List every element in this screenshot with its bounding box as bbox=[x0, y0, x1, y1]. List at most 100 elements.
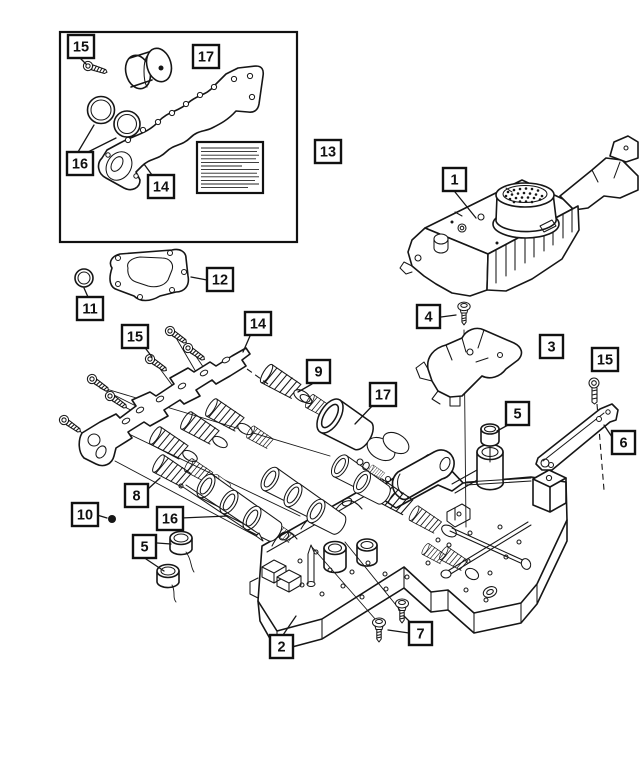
separator-plate bbox=[78, 347, 251, 467]
callout-number-17-mid: 17 bbox=[375, 388, 391, 404]
callout-box-15-mid bbox=[120, 323, 150, 350]
callout-number-11: 11 bbox=[82, 302, 97, 318]
callout-7: 7 bbox=[407, 620, 434, 647]
leader-17-mid bbox=[354, 403, 375, 425]
callout-number-7: 7 bbox=[416, 627, 424, 643]
callout-box-8 bbox=[123, 482, 150, 509]
callout-13: 13 bbox=[313, 138, 343, 165]
screw-15-right bbox=[588, 377, 600, 405]
callout-box-5-left bbox=[131, 533, 158, 560]
callout-box-15-inset bbox=[66, 33, 96, 60]
callout-17-mid: 17 bbox=[368, 381, 398, 408]
callout-number-4: 4 bbox=[424, 310, 432, 326]
callout-number-15-right: 15 bbox=[597, 353, 613, 369]
leader-lines bbox=[77, 57, 613, 636]
leader-6 bbox=[603, 424, 613, 438]
callout-number-17-inset: 17 bbox=[198, 50, 214, 66]
callout-5-right: 5 bbox=[504, 400, 531, 427]
callout-5-left: 5 bbox=[131, 533, 158, 560]
info-label-block bbox=[195, 140, 265, 195]
gasket-12 bbox=[109, 248, 190, 302]
callout-box-5-right bbox=[504, 400, 531, 427]
callout-box-14-mid bbox=[243, 310, 273, 337]
callout-14-mid: 14 bbox=[243, 310, 273, 337]
plate-screw bbox=[85, 372, 112, 395]
callout-box-12 bbox=[205, 266, 235, 293]
callout-box-3 bbox=[538, 333, 565, 360]
callout-16-inset: 16 bbox=[65, 150, 95, 177]
callout-box-15-right bbox=[590, 346, 620, 373]
callout-16-mid: 16 bbox=[155, 505, 185, 532]
callout-number-13: 13 bbox=[320, 145, 336, 161]
leader-4 bbox=[440, 314, 457, 318]
callout-box-10 bbox=[70, 501, 100, 528]
callout-8: 8 bbox=[123, 482, 150, 509]
callout-box-7 bbox=[407, 620, 434, 647]
plate-screw bbox=[143, 352, 170, 375]
connector-tower bbox=[492, 182, 560, 239]
connector-pins bbox=[504, 187, 544, 204]
callout-number-5-right: 5 bbox=[513, 407, 521, 423]
rear-block bbox=[532, 469, 567, 513]
callout-15-mid: 15 bbox=[120, 323, 150, 350]
callout-number-6: 6 bbox=[619, 436, 627, 452]
callout-11: 11 bbox=[75, 295, 105, 322]
callout-1: 1 bbox=[441, 166, 468, 193]
callout-box-9 bbox=[305, 358, 332, 385]
callout-3: 3 bbox=[538, 333, 565, 360]
callout-2: 2 bbox=[268, 633, 295, 660]
callout-number-16-inset: 16 bbox=[72, 157, 88, 173]
leader-9 bbox=[297, 383, 313, 393]
callout-number-2: 2 bbox=[277, 640, 285, 656]
callout-15-right: 15 bbox=[590, 346, 620, 373]
leader-1 bbox=[454, 191, 477, 219]
inset-filter-cylinder bbox=[124, 47, 173, 90]
leader-11 bbox=[83, 287, 89, 298]
callout-box-14-inset bbox=[146, 173, 176, 200]
leader-14-mid bbox=[242, 335, 251, 353]
callout-6: 6 bbox=[610, 429, 637, 456]
callout-box-17-inset bbox=[191, 43, 221, 70]
callout-box-1 bbox=[441, 166, 468, 193]
callout-number-8: 8 bbox=[132, 489, 140, 505]
callout-number-15-inset: 15 bbox=[73, 40, 89, 56]
callout-box-6 bbox=[610, 429, 637, 456]
plate-screw bbox=[57, 413, 84, 436]
callout-number-9: 9 bbox=[314, 365, 322, 381]
spring bbox=[147, 424, 190, 462]
leader-16-mid bbox=[180, 515, 229, 519]
bracket-strip-6 bbox=[535, 403, 619, 471]
callout-box-13 bbox=[313, 138, 343, 165]
callout-12: 12 bbox=[205, 266, 235, 293]
leader-5-left bbox=[156, 542, 172, 545]
callout-box-2 bbox=[268, 633, 295, 660]
callout-14-inset: 14 bbox=[146, 173, 176, 200]
leader-2 bbox=[282, 615, 297, 636]
inset-gasket bbox=[97, 65, 265, 191]
deck-bosses bbox=[323, 538, 378, 574]
callout-17-inset: 17 bbox=[191, 43, 221, 70]
cup-seals-5-left bbox=[156, 530, 195, 603]
valve-body bbox=[249, 423, 568, 652]
callout-number-16-mid: 16 bbox=[162, 512, 178, 528]
leader-15-mid bbox=[145, 348, 153, 358]
cup-seal-5-right bbox=[480, 423, 500, 447]
plate-screw bbox=[181, 341, 208, 364]
leader-16-inset bbox=[87, 137, 117, 153]
callout-number-1: 1 bbox=[450, 173, 458, 189]
inset-o-rings bbox=[86, 95, 141, 138]
callout-number-10: 10 bbox=[77, 508, 93, 524]
inset-gasket-holes bbox=[105, 72, 256, 179]
check-valve-pin bbox=[306, 544, 316, 588]
callout-box-4 bbox=[415, 303, 442, 330]
leader-5-left bbox=[145, 558, 165, 572]
bolt-4 bbox=[457, 301, 471, 326]
spring-piston-cluster bbox=[147, 362, 410, 547]
callout-9: 9 bbox=[305, 358, 332, 385]
service-kit-inset bbox=[58, 30, 299, 244]
callout-number-14-inset: 14 bbox=[153, 180, 169, 196]
callout-box-16-inset bbox=[65, 150, 95, 177]
callout-number-3: 3 bbox=[547, 340, 555, 356]
